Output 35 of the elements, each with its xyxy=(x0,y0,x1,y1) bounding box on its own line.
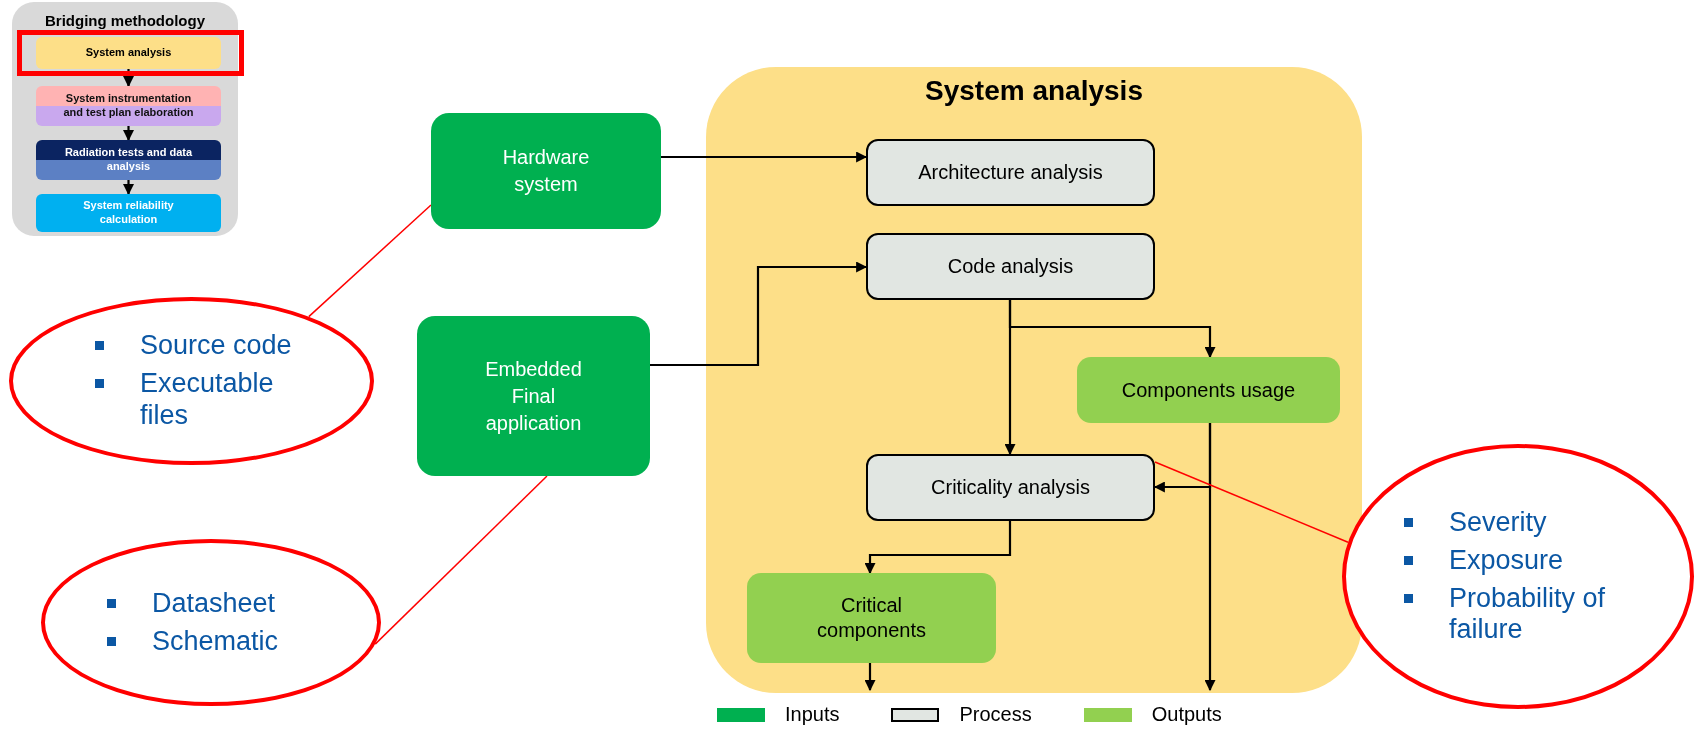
legend-label: Outputs xyxy=(1151,703,1222,726)
arrow xyxy=(1008,300,1216,359)
output-box: Critical components xyxy=(747,573,996,663)
step-box: Radiation tests and data analysis xyxy=(36,140,221,180)
list-item-text: Schematic xyxy=(152,625,279,658)
inset-title: Bridging methodology xyxy=(45,12,205,29)
arrow xyxy=(650,261,868,367)
process-box: Architecture analysis xyxy=(866,139,1155,206)
arrow xyxy=(661,151,868,163)
list-item-text: Source code xyxy=(140,330,292,363)
legend-label: Process xyxy=(959,703,1032,726)
list-item-text: Severity xyxy=(1449,506,1547,539)
arrow xyxy=(864,663,876,692)
process-box: Code analysis xyxy=(866,233,1155,300)
leader-line xyxy=(1154,461,1349,543)
process-box: Criticality analysis xyxy=(866,454,1155,521)
stage-panel xyxy=(706,67,1362,693)
list-item-text: Executable files xyxy=(140,368,275,432)
arrow xyxy=(864,521,1012,575)
arrow xyxy=(1204,423,1216,692)
step-box: System instrumentation and test plan elaboration xyxy=(36,86,221,126)
list-item-text: Exposure xyxy=(1449,544,1564,577)
output-box: Components usage xyxy=(1077,357,1340,423)
step-box: System analysis xyxy=(36,37,221,69)
leader-line xyxy=(308,204,432,318)
panel-title: System analysis xyxy=(925,75,1143,107)
input-box: Hardware system xyxy=(431,113,661,229)
list-item-text: Probability of failure xyxy=(1449,582,1607,647)
input-box: Embedded Final application xyxy=(417,316,650,476)
list-item-text: Datasheet xyxy=(152,587,276,620)
legend-label: Inputs xyxy=(785,703,840,726)
step-box: System reliability calculation xyxy=(36,194,221,232)
arrow xyxy=(123,69,134,88)
arrow xyxy=(123,180,134,196)
arrow xyxy=(123,126,134,142)
